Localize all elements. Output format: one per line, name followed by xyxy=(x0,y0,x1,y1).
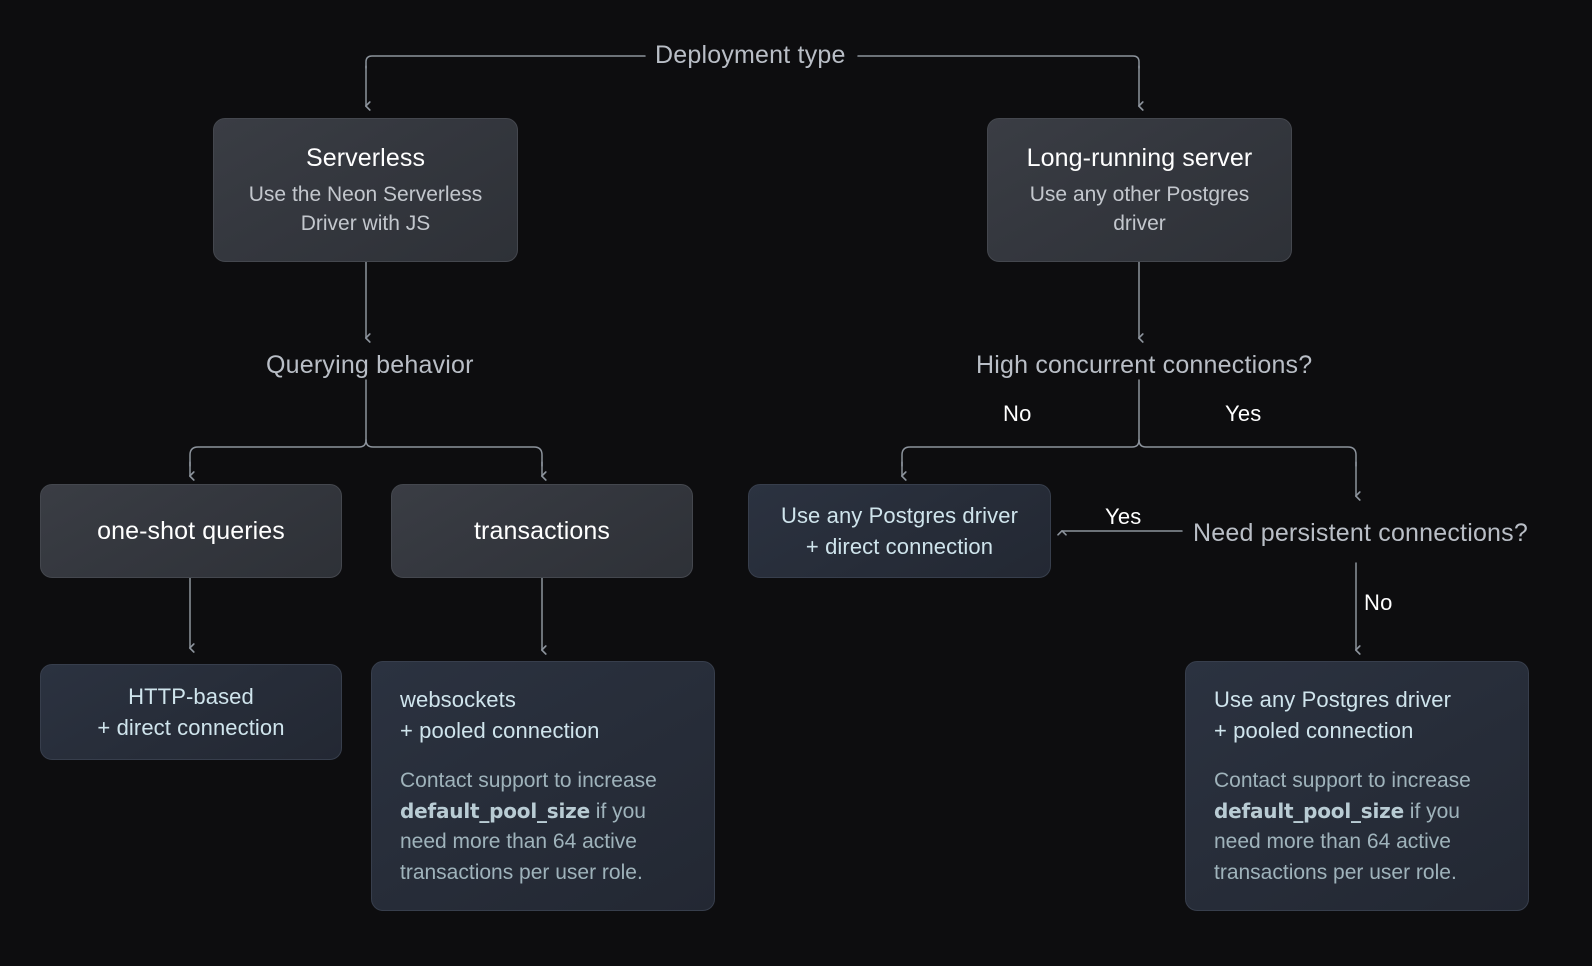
websockets-body-code: default_pool_size xyxy=(400,798,590,823)
node-http-direct-connection-title: HTTP-based + direct connection xyxy=(97,683,285,740)
node-long-running-server-title: Long-running server xyxy=(1026,143,1253,172)
driver-pooled-body-before: Contact support to increase xyxy=(1214,769,1471,793)
node-websockets-pooled-connection-title: websockets + pooled connection xyxy=(400,686,600,744)
node-driver-pooled-connection-body: Contact support to increase default_pool… xyxy=(1214,766,1500,888)
websockets-body-after: if you need more than 64 active transact… xyxy=(400,799,646,884)
question-querying-behavior: Querying behavior xyxy=(266,351,474,379)
node-serverless-subtitle: Use the Neon Serverless Driver with JS xyxy=(248,182,483,235)
node-transactions-title: transactions xyxy=(474,516,610,545)
driver-pooled-body-after: if you need more than 64 active transact… xyxy=(1214,799,1460,884)
node-one-shot-queries-title: one-shot queries xyxy=(97,516,285,545)
branch-label-persistent-yes: Yes xyxy=(1105,504,1142,529)
node-transactions[interactable]: transactions xyxy=(391,484,693,578)
node-one-shot-queries[interactable]: one-shot queries xyxy=(40,484,342,578)
branch-label-concurrent-no: No xyxy=(1003,401,1032,426)
websockets-body-before: Contact support to increase xyxy=(400,769,657,793)
branch-label-persistent-no: No xyxy=(1364,590,1393,615)
branch-label-concurrent-yes: Yes xyxy=(1225,401,1262,426)
node-websockets-pooled-connection[interactable]: websockets + pooled connection Contact s… xyxy=(371,661,715,911)
node-serverless[interactable]: Serverless Use the Neon Serverless Drive… xyxy=(213,118,518,262)
question-high-concurrent-connections: High concurrent connections? xyxy=(976,351,1313,379)
node-http-direct-connection[interactable]: HTTP-based + direct connection xyxy=(40,664,342,760)
node-driver-direct-connection[interactable]: Use any Postgres driver + direct connect… xyxy=(748,484,1051,578)
node-serverless-title: Serverless xyxy=(305,143,426,172)
node-websockets-pooled-connection-body: Contact support to increase default_pool… xyxy=(400,766,686,888)
node-long-running-server-subtitle: Use any other Postgres driver xyxy=(1029,182,1250,235)
node-driver-pooled-connection-title: Use any Postgres driver + pooled connect… xyxy=(1214,686,1452,744)
question-need-persistent-connections: Need persistent connections? xyxy=(1193,519,1528,547)
driver-pooled-body-code: default_pool_size xyxy=(1214,798,1404,823)
node-driver-pooled-connection[interactable]: Use any Postgres driver + pooled connect… xyxy=(1185,661,1529,911)
node-long-running-server[interactable]: Long-running server Use any other Postgr… xyxy=(987,118,1292,262)
node-driver-direct-connection-title: Use any Postgres driver + direct connect… xyxy=(780,502,1019,559)
root-label: Deployment type xyxy=(655,41,846,69)
